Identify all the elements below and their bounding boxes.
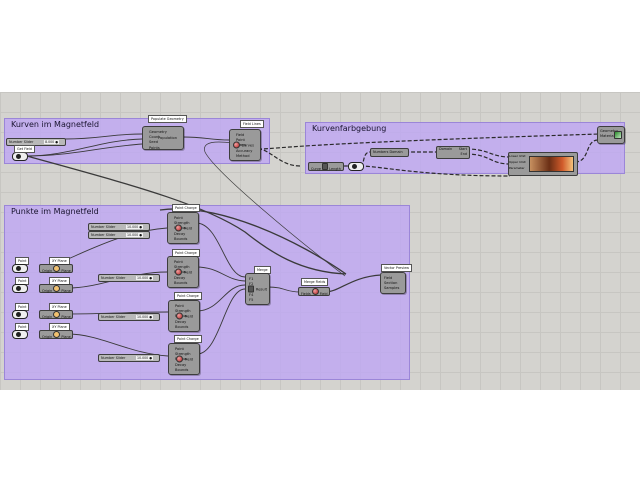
slider-label: Number Slider [101, 315, 126, 319]
port-parameter: Parameter [509, 166, 525, 170]
tag-merge-fields: Merge Fields [301, 278, 329, 286]
wire [26, 143, 143, 157]
slider-label: Number Slider [101, 356, 126, 360]
port-material: Material [600, 134, 615, 139]
relay-icon[interactable] [348, 162, 364, 171]
point-charge-component-1[interactable]: PointStrengthRadiusDecayBounds Field [167, 212, 199, 244]
slider-value: 10.000 ● [136, 315, 153, 319]
port-numbers: Numbers [373, 150, 389, 154]
port-count: Count [149, 135, 160, 140]
populate-geometry-component[interactable]: Geometry Count Seed Points Population [142, 126, 184, 150]
xy-plane-component-1[interactable]: Origin Plane [39, 264, 73, 273]
grasshopper-canvas[interactable]: Kurven im Magnetfeld Kurvenfarbgebung Pu… [0, 92, 640, 390]
tag-point-charge-4: Point Charge [174, 335, 202, 343]
tag-field-lines: Field Lines [240, 120, 264, 128]
group-title-punkte: Punkte im Magnetfeld [11, 207, 99, 216]
port-seed: Seed [149, 140, 158, 145]
group-title-kurven: Kurven im Magnetfeld [11, 120, 100, 129]
slider-value: 10.000 ● [126, 225, 143, 229]
point-param-4[interactable] [12, 330, 28, 339]
slider-label: Number Slider [91, 225, 116, 229]
tag-populate-geometry: Populate Geometry [148, 115, 187, 123]
bottom-blank-area [0, 390, 640, 480]
field-lines-component[interactable]: Field Point Steps Accuracy Method Curves [229, 129, 261, 161]
gradient-component[interactable]: Lower limit Upper limit Parameter [508, 152, 578, 176]
tag-point-charge-1: Point Charge [172, 204, 200, 212]
point-charge-icon [175, 312, 183, 320]
plane-icon [53, 311, 61, 318]
field-lines-output: Curves [241, 143, 254, 147]
ruler-icon [322, 163, 329, 170]
plane-icon [53, 265, 61, 272]
port-end: End [460, 152, 467, 156]
point-charge-component-4[interactable]: PointStrengthRadiusDecayBounds Field [168, 343, 200, 375]
port-lower: Lower limit [509, 154, 526, 158]
port-upper: Upper limit [509, 160, 526, 164]
point-param-1[interactable] [12, 264, 28, 273]
number-slider-5[interactable]: Number Slider 10.000 ● [98, 354, 160, 362]
port-field: Field [236, 133, 245, 137]
port-accuracy: Accuracy [236, 148, 253, 153]
port-points: Points [149, 145, 160, 150]
point-charge-icon [174, 224, 182, 232]
merge-output: Result [255, 287, 267, 291]
port-domain: Domain [389, 150, 403, 154]
merge-fields-component[interactable]: Fields Field [298, 287, 330, 296]
point-charge-icon [174, 268, 182, 276]
curve-length-component[interactable]: Curve Length [308, 162, 344, 171]
port-geometry-preview: Geometry [600, 129, 618, 133]
wire [64, 133, 143, 140]
tag-vector-preview: Vector Preview [381, 264, 413, 272]
custom-preview-component[interactable]: Geometry Material [597, 126, 625, 144]
merge-component[interactable]: F1F2F3F4F5 Result [245, 273, 270, 305]
magnet-icon [247, 285, 254, 293]
number-slider-2[interactable]: Number Slider 10.000 ● [88, 231, 150, 239]
top-blank-area [0, 0, 640, 92]
swatch-icon [614, 131, 622, 139]
point-charge-icon [175, 355, 183, 363]
wire-layer [26, 133, 601, 357]
toggle-icon[interactable] [12, 152, 28, 161]
plane-icon [53, 285, 61, 292]
plane-icon [53, 331, 61, 338]
wire [182, 136, 230, 141]
tag-point-charge-3: Point Charge [174, 292, 202, 300]
populate-output: Population [158, 136, 177, 140]
bounds-component[interactable]: Numbers Domain [370, 148, 409, 157]
port-length: Length [329, 167, 341, 171]
point-charge-component-3[interactable]: PointStrengthRadiusDecayBounds Field [168, 300, 200, 332]
point-param-3[interactable] [12, 310, 28, 319]
slider-label: Number Slider [101, 276, 126, 280]
number-slider-1[interactable]: Number Slider 10.000 ● [88, 223, 150, 231]
xy-plane-component-4[interactable]: Origin Plane [39, 330, 73, 339]
merge-fields-icon [311, 288, 319, 295]
number-slider-4[interactable]: Number Slider 10.000 ● [98, 313, 160, 321]
slider-value: 8.000 ● [44, 140, 59, 144]
xy-plane-component-3[interactable]: Origin Plane [39, 310, 73, 319]
port-point: Point [236, 138, 245, 143]
gradient-bar[interactable] [529, 156, 574, 172]
tag-get-field: Get Field [14, 145, 35, 153]
port-start: Start [458, 147, 467, 151]
slider-value: 10.000 ● [136, 276, 153, 280]
point-charge-component-2[interactable]: PointStrengthRadiusDecayBounds Field [167, 256, 199, 288]
port-curve: Curve [311, 167, 322, 171]
slider-label: Number Slider [9, 140, 34, 144]
port-method: Method [236, 153, 250, 158]
slider-label: Number Slider [91, 233, 116, 237]
field-lines-icon [232, 141, 240, 149]
slider-value: 10.000 ● [126, 233, 143, 237]
deconstruct-domain-component[interactable]: Domain Start End [436, 146, 470, 159]
group-title-farbe: Kurvenfarbgebung [312, 124, 387, 133]
number-slider-count[interactable]: Number Slider 8.000 ● [6, 138, 66, 146]
number-slider-3[interactable]: Number Slider 10.000 ● [98, 274, 160, 282]
xy-plane-component-2[interactable]: Origin Plane [39, 284, 73, 293]
port-domain-in: Domain [439, 147, 453, 151]
point-param-2[interactable] [12, 284, 28, 293]
port-steps: Steps [236, 143, 247, 148]
slider-value: 10.000 ● [136, 356, 153, 360]
port-geometry: Geometry [149, 130, 167, 134]
